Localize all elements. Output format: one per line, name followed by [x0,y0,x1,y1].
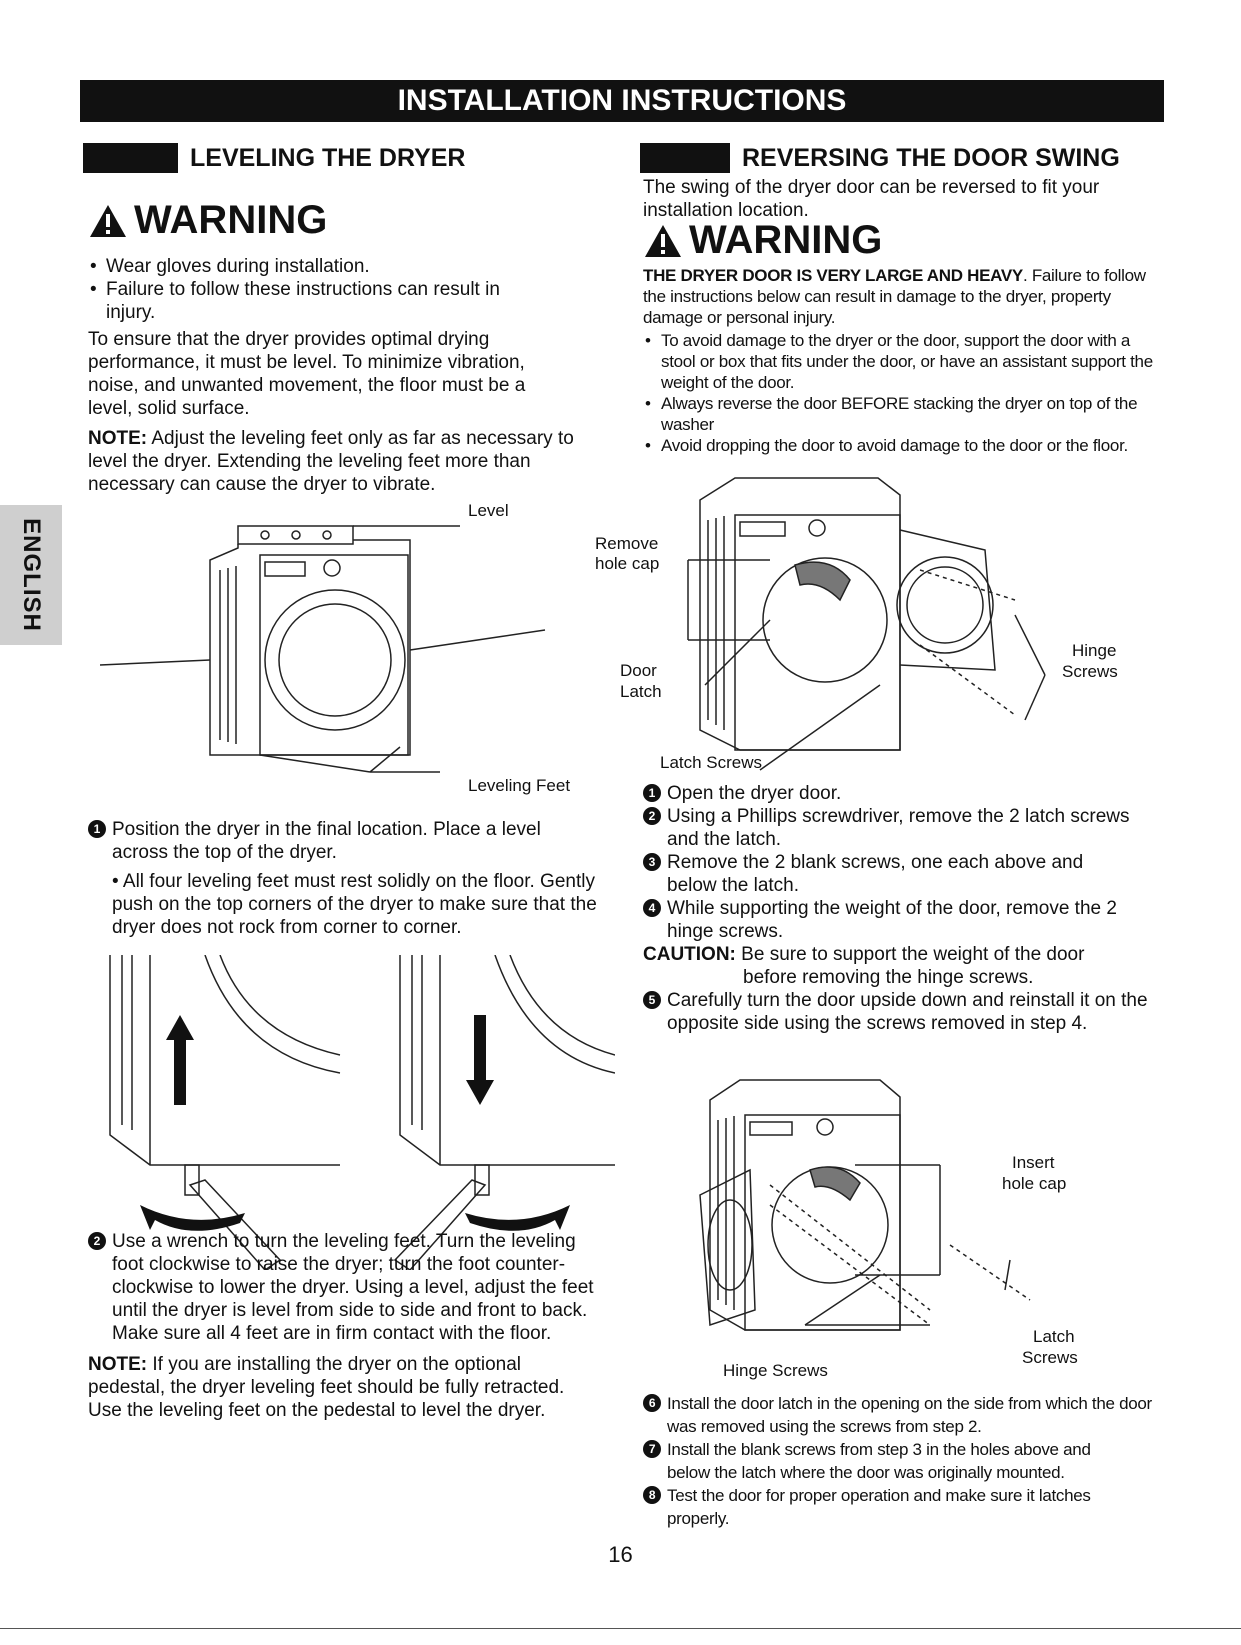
door-swing-heading-text: REVERSING THE DOOR SWING [742,143,1120,172]
step-number-badge: 1 [88,820,106,838]
wrench-figure [109,955,615,1270]
page-banner: INSTALLATION INSTRUCTIONS [80,80,1164,122]
left-intro: To ensure that the dryer provides optima… [88,328,588,496]
door-swing-heading: REVERSING THE DOOR SWING [640,143,1120,173]
label-hinge-screws: Hinge Screws [723,1361,828,1380]
left-bullet: Failure to follow these instructions can… [88,278,501,324]
right-warning-text: WARNING [689,218,883,262]
left-warning: WARNING [88,198,327,243]
step-number-badge: 8 [643,1486,661,1504]
leveling-figure [100,525,546,773]
label-latch: Latch [620,682,662,701]
right-step-8: 8 Test the door for proper operation and … [643,1484,1157,1530]
left-warning-text: WARNING [134,198,328,242]
right-step-3: 3 Remove the 2 blank screws, one each abo… [643,851,1107,897]
page-edge-line [0,1628,1241,1629]
right-step-4: 4 While supporting the weight of the door… [643,897,1157,943]
note-label: NOTE: [88,428,148,449]
caution-label: CAUTION: [643,944,736,965]
warning-bold-text: THE DRYER DOOR IS VERY LARGE AND HEAVY [643,266,1023,285]
label-insert: Insert [1012,1153,1055,1172]
label-leveling-feet: Leveling Feet [468,776,571,795]
label-hole-cap: hole cap [595,554,660,573]
label-remove: Remove [595,534,659,553]
door-swing-intro-text: The swing of the dryer door can be rever… [643,177,1100,221]
step-text: Install the blank screws from step 3 in … [667,1440,1091,1482]
warning-text: . Failure to follow the instructions bel… [643,266,1146,327]
door-removal-figure [687,477,1046,771]
step-number-badge: 3 [643,853,661,871]
label-level: Level [468,501,509,520]
left-step-1: 1 Position the dryer in the final locatio… [88,818,608,939]
step-text: Test the door for proper operation and m… [667,1486,1091,1528]
right-warning-body: THE DRYER DOOR IS VERY LARGE AND HEAVY. … [643,265,1163,456]
left-intro-text: To ensure that the dryer provides optima… [88,329,526,419]
label-latch-2: Latch [1033,1327,1075,1346]
label-screws: Screws [1062,662,1118,681]
note-text: If you are installing the dryer on the o… [88,1354,565,1421]
step-number-badge: 2 [88,1232,106,1250]
right-bullet: Always reverse the door BEFORE stacking … [643,393,1141,435]
right-step-7: 7 Install the blank screws from step 3 in… [643,1438,1137,1484]
caution-text: Be sure to support the weight of the doo… [735,944,1085,965]
door-reinstall-figure [699,1079,1031,1331]
step-sub-text: • All four leveling feet must rest solid… [112,871,597,938]
left-warning-list: Wear gloves during installation. Failure… [88,255,588,324]
warning-triangle-icon [90,204,126,237]
right-steps: 1 Open the dryer door. 2 Using a Phillips … [643,782,1163,1035]
step-number-badge: 5 [643,991,661,1009]
heading-bar [83,143,178,173]
leveling-heading: LEVELING THE DRYER [83,143,466,173]
left-note: NOTE: Adjust the leveling feet only as f… [88,427,576,496]
right-step-1: 1 Open the dryer door. [643,782,1163,805]
step-text: Install the door latch in the opening on… [667,1394,1152,1436]
language-tab: ENGLISH [0,505,62,645]
label-hinge: Hinge [1072,641,1117,660]
right-bullet: To avoid damage to the dryer or the door… [643,330,1163,393]
step-text: Using a Phillips screwdriver, remove the… [667,806,1130,850]
leveling-heading-text: LEVELING THE DRYER [190,143,466,172]
heading-bar [640,143,730,173]
step-text: Use a wrench to turn the leveling feet. … [112,1231,594,1344]
caution-line-2: before removing the hinge screws. [743,967,1034,988]
left-step-2: 2 Use a wrench to turn the leveling feet.… [88,1230,608,1422]
caution: CAUTION: Be sure to support the weight o… [643,943,1163,966]
right-step-5: 5 Carefully turn the door upside down and… [643,989,1157,1035]
step-number-badge: 7 [643,1440,661,1458]
right-steps-b: 6 Install the door latch in the opening o… [643,1392,1163,1530]
note-label: NOTE: [88,1354,148,1375]
step-text: Position the dryer in the final location… [112,819,541,863]
label-latch-screws: Latch Screws [660,753,763,772]
note-text: Adjust the leveling feet only as far as … [88,428,574,495]
step-text: Open the dryer door. [667,783,842,804]
right-step-6: 6 Install the door latch in the opening o… [643,1392,1157,1438]
left-bullet: Wear gloves during installation. [88,255,588,278]
language-tab-label: ENGLISH [18,518,45,632]
step-text: Carefully turn the door upside down and … [667,990,1148,1034]
step-text: Remove the 2 blank screws, one each abov… [667,852,1084,896]
step-number-badge: 4 [643,899,661,917]
step-number-badge: 6 [643,1394,661,1412]
label-door: Door [620,661,657,680]
step-number-badge: 1 [643,784,661,802]
warning-triangle-icon [645,224,681,257]
door-swing-intro: The swing of the dryer door can be rever… [643,176,1153,222]
right-bullet: Avoid dropping the door to avoid damage … [643,435,1163,456]
step-sub-body: All four leveling feet must rest solidly… [112,871,597,938]
step-number-badge: 2 [643,807,661,825]
left-note-2: NOTE: If you are installing the dryer on… [88,1353,588,1422]
label-hole-cap-2: hole cap [1002,1174,1067,1193]
step-text: While supporting the weight of the door,… [667,898,1117,942]
label-screws-2: Screws [1022,1348,1078,1367]
right-warning: WARNING [643,218,882,263]
right-step-2: 2 Using a Phillips screwdriver, remove th… [643,805,1163,851]
page-number: 16 [608,1542,633,1567]
